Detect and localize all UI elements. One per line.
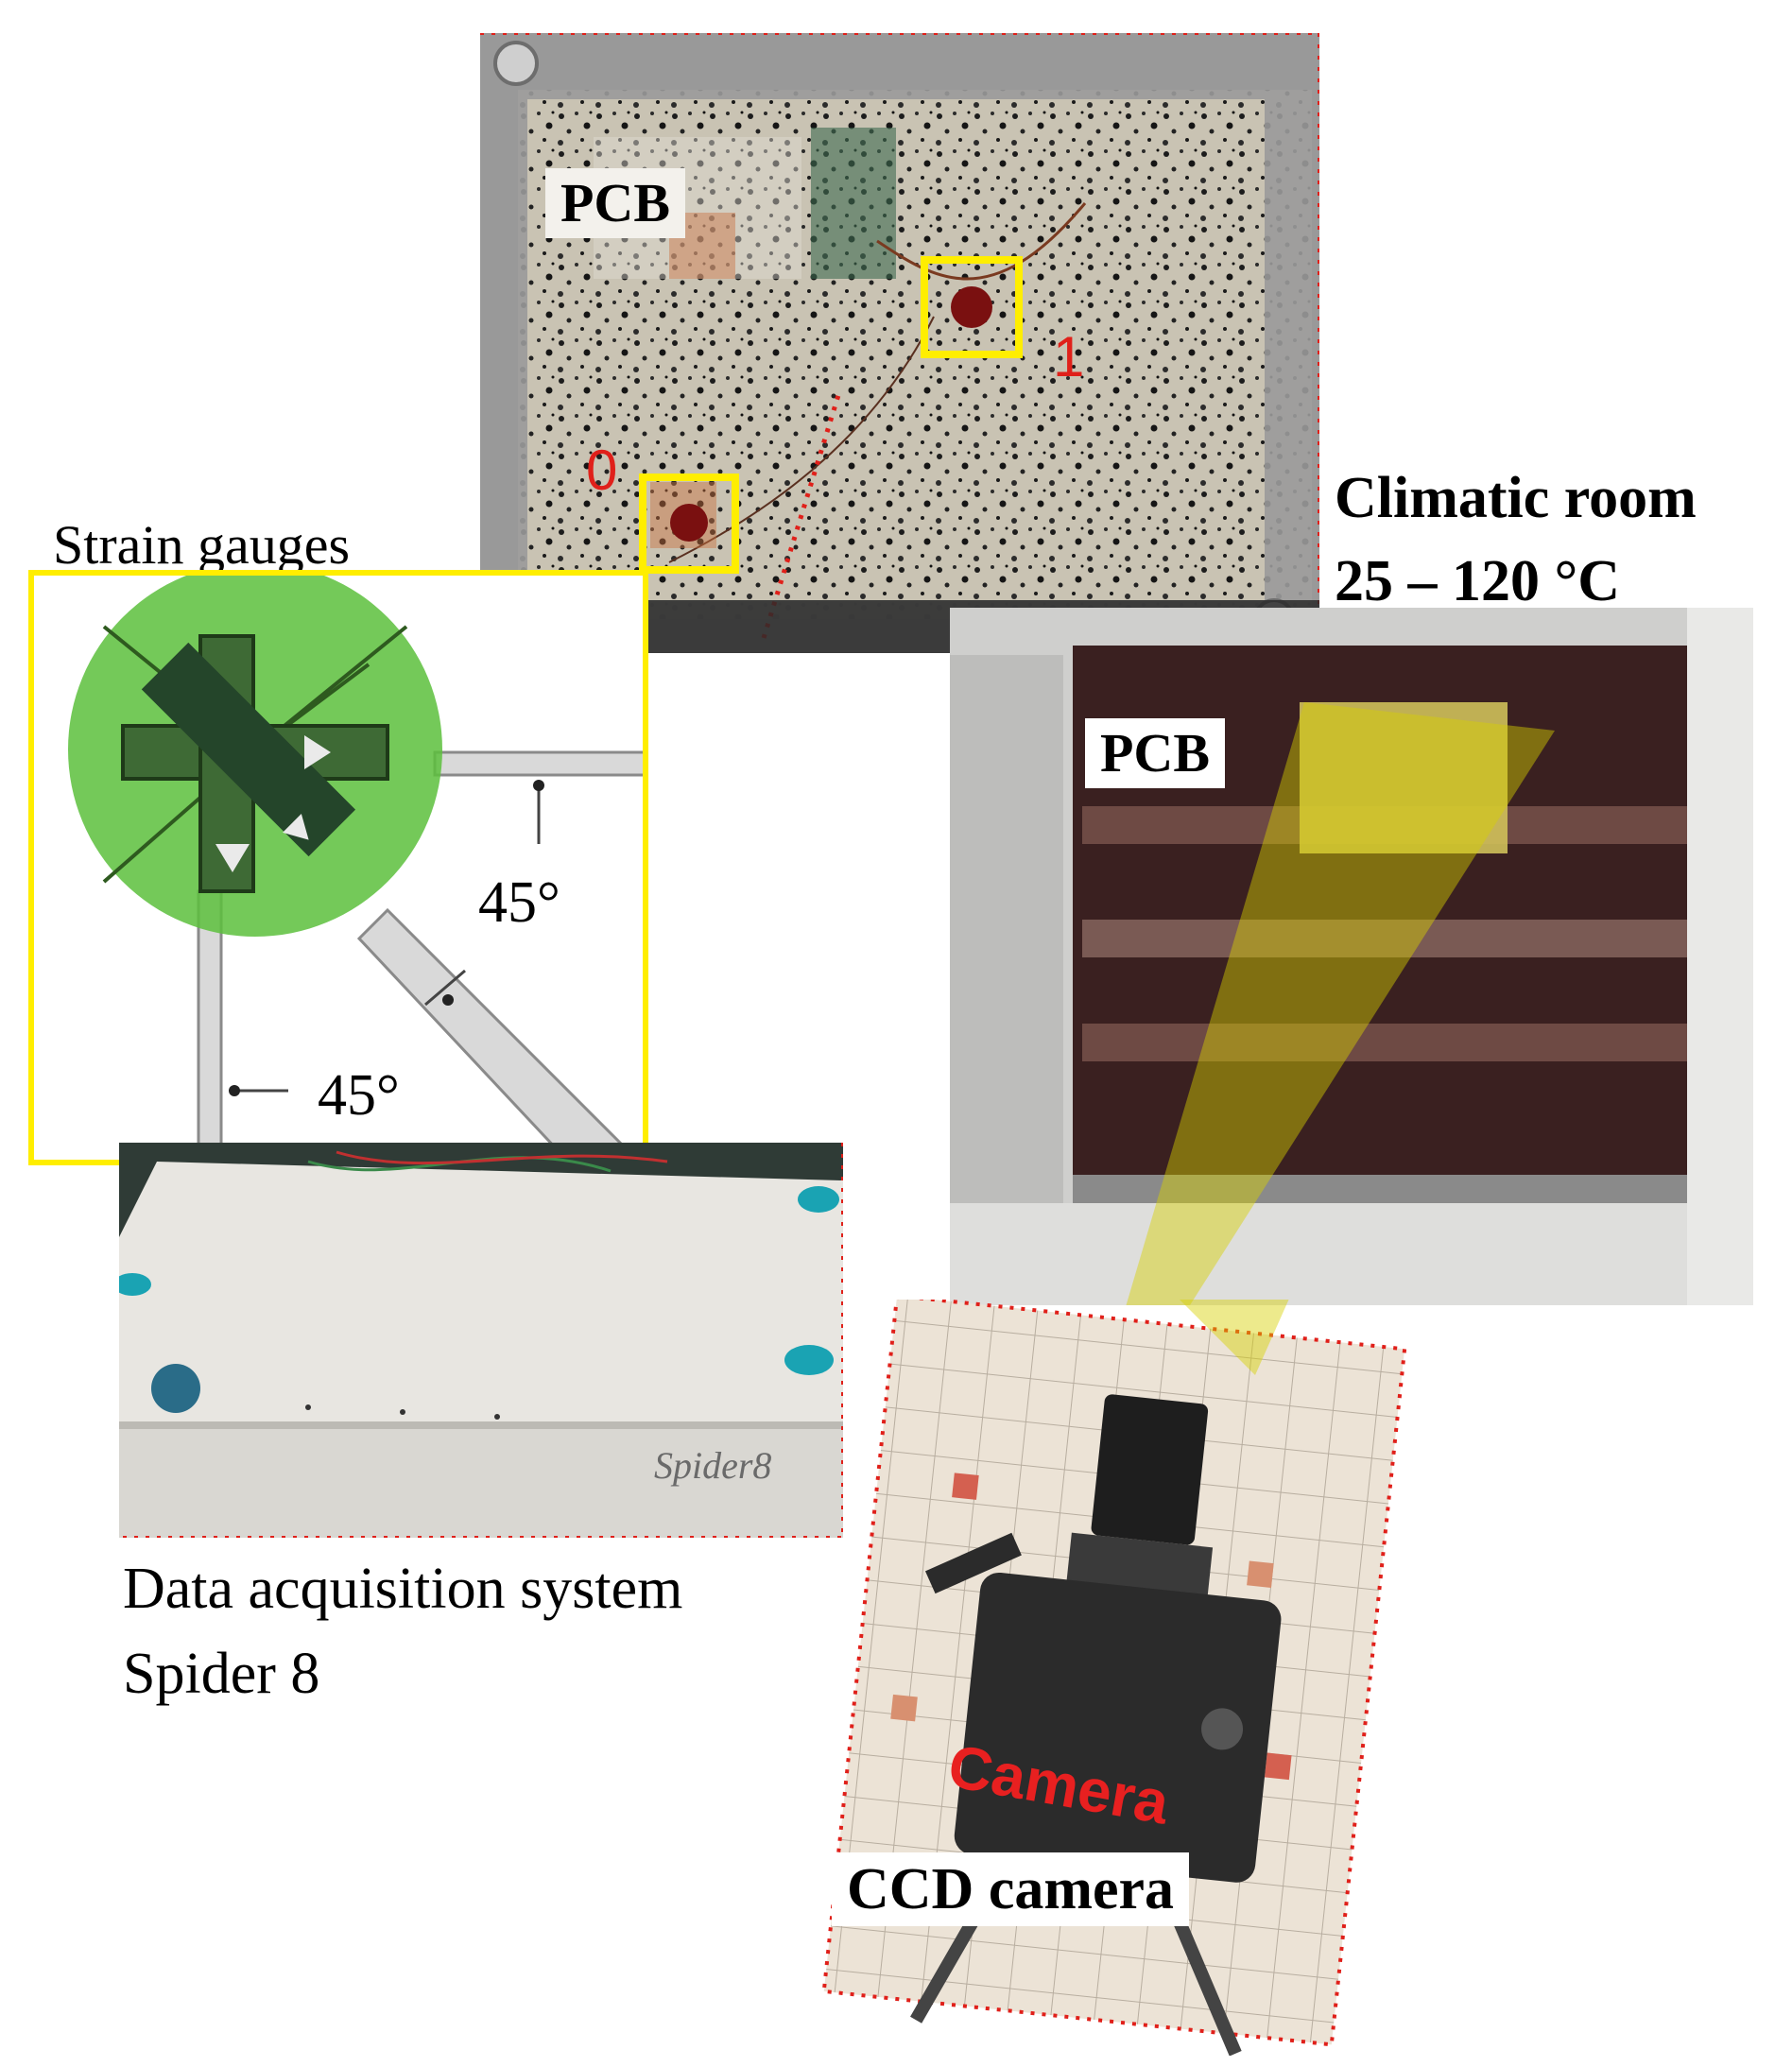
daq-label-line1: Data acquisition system <box>123 1557 683 1621</box>
climatic-room-photo <box>950 608 1753 1305</box>
daq-label-line2: Spider 8 <box>123 1642 320 1706</box>
pcb-top-label: PCB <box>545 168 685 238</box>
pcb-oven-label: PCB <box>1085 718 1225 788</box>
spider-logo: Spider8 <box>654 1444 772 1487</box>
climatic-room-label: Climatic room <box>1335 466 1697 530</box>
ccd-camera-photo <box>821 1300 1406 2056</box>
data-acquisition-photo <box>119 1143 843 1538</box>
angle-label-upper: 45° <box>473 871 566 934</box>
angle-label-lower: 45° <box>312 1064 405 1127</box>
ccd-camera-label: CCD camera <box>832 1852 1190 1926</box>
strain-gauges-label: Strain gauges <box>53 514 351 576</box>
gauge-1-label: 1 <box>1053 325 1085 388</box>
climatic-temp-label: 25 – 120 °C <box>1335 549 1621 613</box>
pcb-photo <box>480 33 1319 653</box>
gauge-0-label: 0 <box>586 439 618 502</box>
strain-gauge-inset <box>28 570 648 1165</box>
